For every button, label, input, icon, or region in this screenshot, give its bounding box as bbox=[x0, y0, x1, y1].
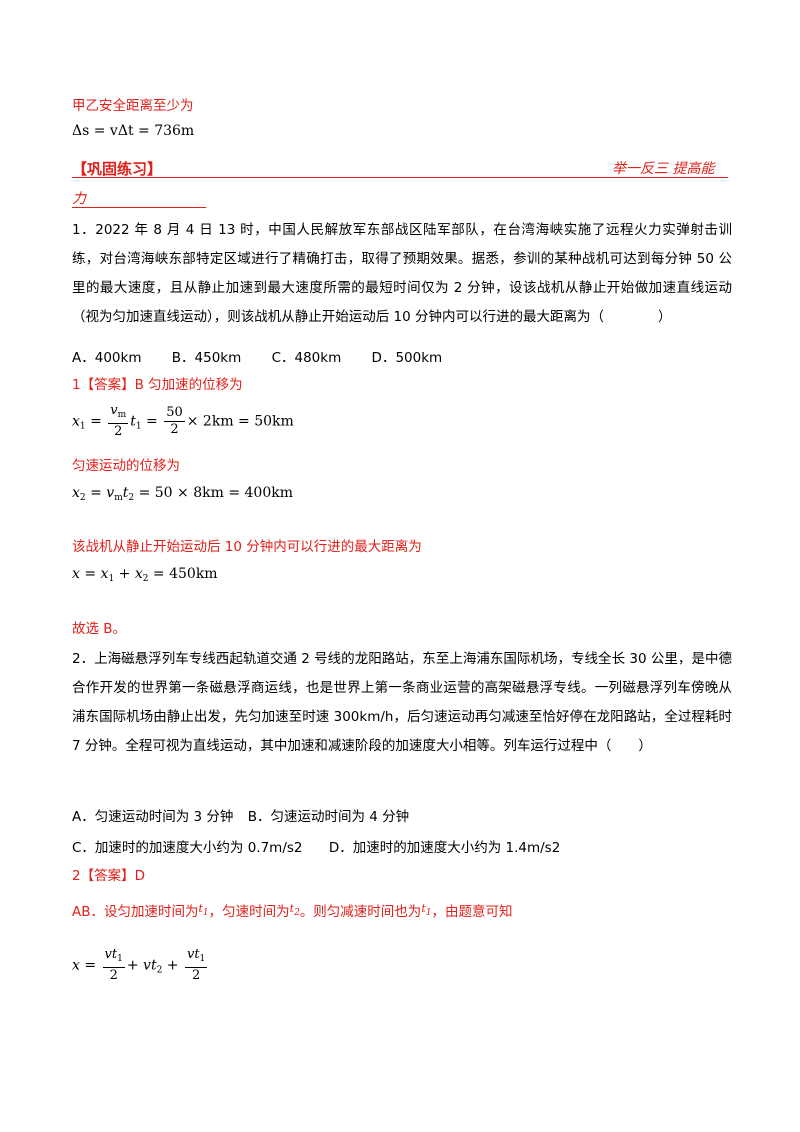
question-2-option-c: C．加速时的加速度大小约为 0.7m/s2 bbox=[72, 840, 303, 856]
question-1-max-label: 该战机从静止开始运动后 10 分钟内可以行进的最大距离为 bbox=[72, 539, 422, 555]
question-1-conclusion: 故选 B。 bbox=[72, 621, 127, 637]
question-1-text: 1．2022 年 8 月 4 日 13 时，中国人民解放军东部战区陆军部队，在台… bbox=[72, 222, 732, 325]
section-title: 【巩固练习】 bbox=[72, 160, 163, 178]
explain-part-4: ，由题意可知 bbox=[431, 904, 513, 920]
intro-label: 甲乙安全距离至少为 bbox=[72, 98, 194, 114]
question-1-uniform-label: 匀速运动的位移为 bbox=[72, 458, 180, 474]
question-1-options: A．400km B．450km C．480km D．500km bbox=[72, 346, 468, 366]
explain-part-2: ，匀速时间为 bbox=[208, 904, 290, 920]
section-right-title: 举一反三 提高能 bbox=[612, 161, 715, 177]
question-2-option-b: B．匀速运动时间为 4 分钟 bbox=[247, 809, 410, 825]
formula-3: x = x1 + x2 = 450km bbox=[72, 566, 218, 584]
question-2-explanation: AB．设匀加速时间为t1，匀速时间为t2。则匀减速时间也为t1，由题意可知 bbox=[72, 902, 513, 920]
explain-part-1: AB．设匀加速时间为 bbox=[72, 904, 199, 920]
question-2-options-row-1: A．匀速运动时间为 3 分钟 B．匀速运动时间为 4 分钟 bbox=[72, 805, 435, 825]
section-continuation: 力 bbox=[72, 191, 86, 207]
question-1-answer: 1【答案】B 匀加速的位移为 bbox=[72, 377, 243, 393]
question-2-option-d: D．加速时的加速度大小约为 1.4m/s2 bbox=[328, 840, 561, 856]
question-1-option-c: C．480km bbox=[271, 350, 342, 366]
formula-2: x2 = vmt2 = 50 × 8km = 400km bbox=[72, 485, 293, 503]
question-1-option-b: B．450km bbox=[171, 350, 242, 366]
question-2-answer: 2【答案】D bbox=[72, 868, 145, 884]
section-underline-2 bbox=[72, 207, 206, 208]
question-2-options-row-2: C．加速时的加速度大小约为 0.7m/s2 D．加速时的加速度大小约为 1.4m… bbox=[72, 836, 586, 856]
question-1-option-d: D．500km bbox=[371, 350, 443, 366]
intro-formula: Δs = vΔt = 736m bbox=[72, 123, 195, 139]
explain-part-3: 。则匀减速时间也为 bbox=[299, 904, 422, 920]
section-underline bbox=[72, 177, 728, 178]
question-2-text: 2．上海磁悬浮列车专线西起轨道交通 2 号线的龙阳路站，东至上海浦东国际机场，专… bbox=[72, 651, 732, 754]
question-2-option-a: A．匀速运动时间为 3 分钟 bbox=[72, 809, 234, 825]
question-1-option-a: A．400km bbox=[72, 350, 142, 366]
